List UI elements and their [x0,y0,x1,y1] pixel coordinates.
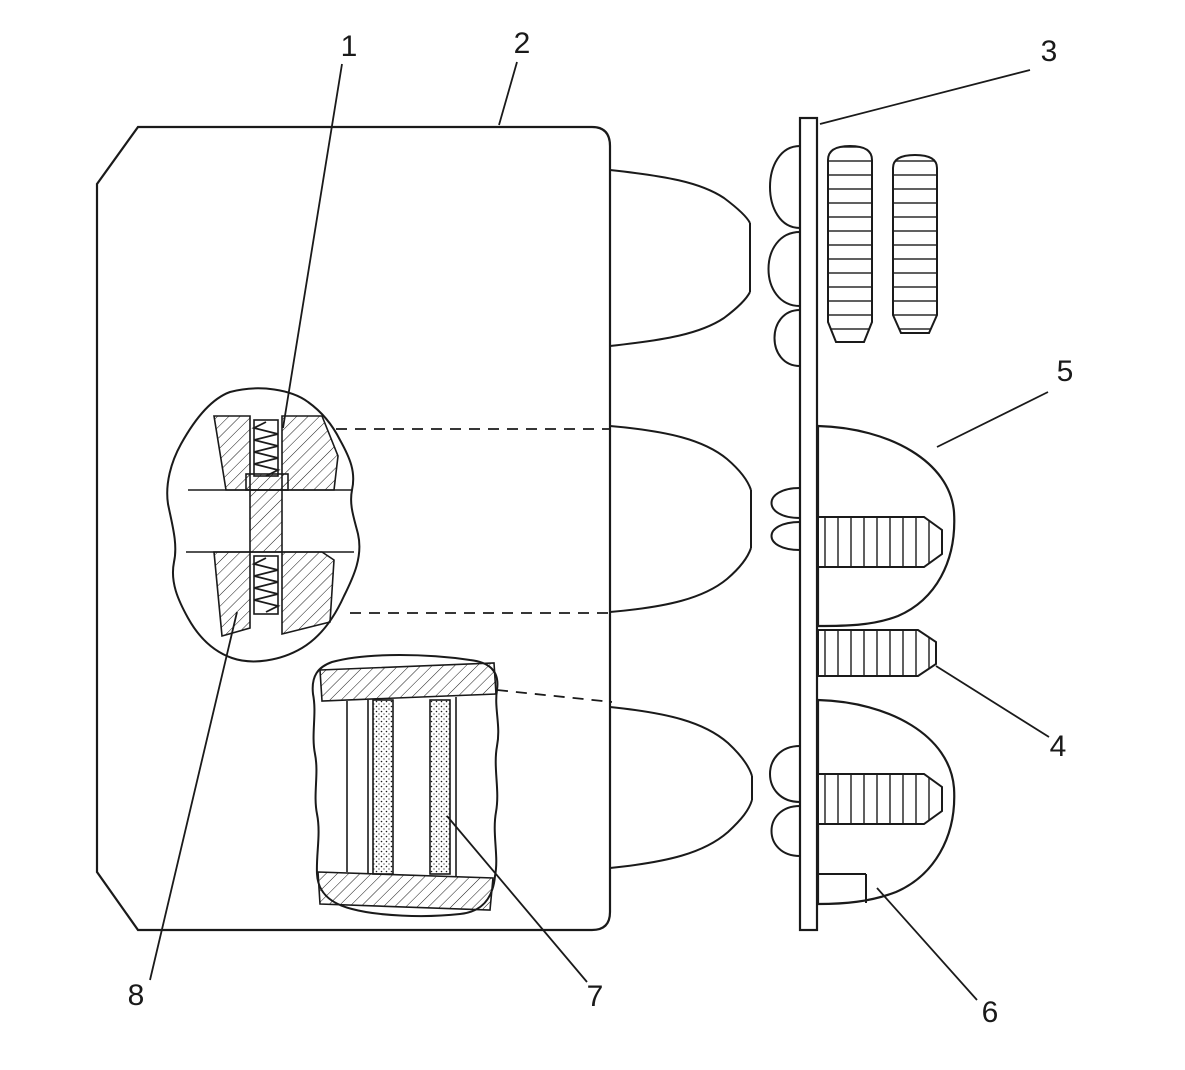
callout-5: 5 [936,355,1074,448]
middle-port-neck [609,425,752,613]
lower-cap-step [818,873,867,903]
callout-4: 4 [935,665,1067,763]
filter-band-right [429,699,451,875]
upper-threaded-stud-left [827,144,873,343]
lower-threaded-stud [817,773,943,825]
upper-threaded-stud-right [892,153,938,334]
callout-1-label: 1 [341,30,358,63]
callout-4-leader [935,665,1050,738]
callout-2-label: 2 [514,27,531,60]
callout-7-leader [446,815,588,983]
lower-port-neck [609,706,753,869]
mounting-plate [798,116,819,932]
upper-port-neck [609,169,751,347]
callouts: 1 2 3 4 5 6 7 8 [128,27,1074,1029]
callout-4-label: 4 [1050,730,1067,763]
callout-7: 7 [446,815,604,1013]
callout-3-label: 3 [1041,35,1058,68]
callout-6-leader [876,887,978,1001]
upper-retainer-bumps [767,145,801,367]
callout-6-label: 6 [982,996,999,1029]
callout-8-leader [149,611,238,981]
projection-dashed-lines [336,428,613,703]
middle-retainer-bumps [770,487,801,551]
laminate-section-detail [311,654,500,918]
callout-7-label: 7 [587,980,604,1013]
callout-2-leader [498,61,518,126]
spool-section-detail [166,387,361,663]
callout-8: 8 [128,611,238,1012]
callout-3-leader [819,69,1031,125]
callout-1-leader [282,63,343,429]
callout-8-label: 8 [128,979,145,1012]
callout-1: 1 [282,30,358,429]
callout-5-label: 5 [1057,355,1074,388]
callout-6: 6 [876,887,999,1029]
lower-retainer-bumps [769,745,801,857]
callout-5-leader [936,391,1049,448]
spring-upper [251,421,281,477]
small-threaded-stud [817,629,937,677]
section-boundary [311,654,500,918]
filter-band-left [372,699,394,875]
spring-lower [251,557,281,613]
callout-3: 3 [819,35,1058,125]
middle-threaded-stud [817,516,943,568]
callout-2: 2 [498,27,531,126]
